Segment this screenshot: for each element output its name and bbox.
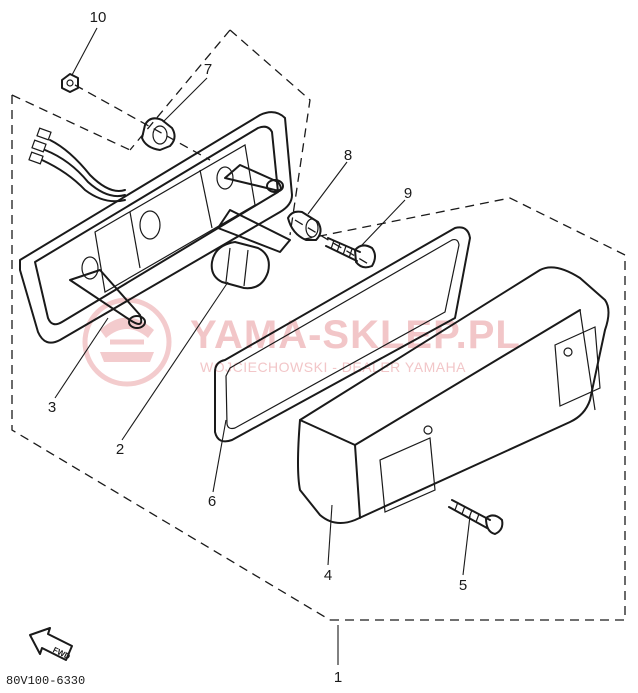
lens [297,266,610,525]
callout-1: 1 [334,669,342,686]
callout-leaders [54,27,471,665]
leader-5 [462,515,471,576]
assembly-boundary-housing [11,29,331,621]
callout-7: 7 [204,61,212,78]
front-arrow: FWD [29,627,73,661]
callout-6: 6 [208,493,216,510]
callout-8: 8 [344,147,352,164]
taillight-housing [19,111,293,344]
leader-7 [162,77,208,123]
grommet [141,117,176,151]
leader-nut-axis [74,84,211,161]
leader-4 [327,504,333,566]
screw-lower [448,499,504,535]
bulb [210,241,270,290]
callout-9: 9 [404,185,412,202]
watermark-logo-icon [82,297,172,387]
gasket [214,226,471,443]
callout-labels: 10 7 8 9 3 2 6 4 5 1 [48,9,467,686]
assembly-boundary-lens [299,197,626,621]
watermark-title: YAMA-SKLEP.PL [190,313,521,357]
leader-9 [361,199,406,246]
collar [287,210,322,241]
callout-4: 4 [324,567,332,584]
callout-3: 3 [48,399,56,416]
leader-8 [307,161,348,215]
front-arrow-label: FWD [51,645,72,661]
leader-6 [212,419,227,493]
nut [61,73,79,93]
callout-2: 2 [116,441,124,458]
callout-10: 10 [90,9,107,26]
leader-2 [121,281,229,441]
leader-3 [54,317,109,399]
diagram-code: 80V100-6330 [6,674,85,688]
leader-10 [71,27,98,76]
callout-5: 5 [459,577,467,594]
watermark-subtitle: WOJCIECHOWSKI - DEALER YAMAHA [200,359,466,375]
screw-upper [325,237,376,269]
